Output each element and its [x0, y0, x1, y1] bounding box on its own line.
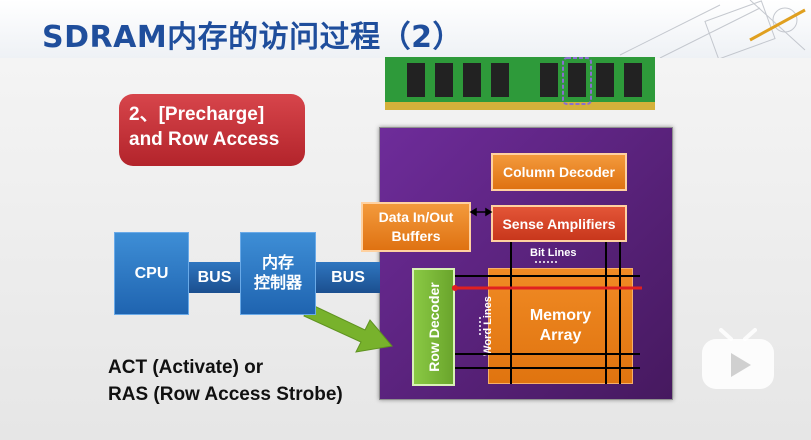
bus-right: BUS	[316, 262, 380, 293]
act-caption-line-2: RAS (Row Access Strobe)	[108, 384, 343, 405]
step-line-1: 2、[Precharge]	[129, 104, 265, 125]
row-decoder-box: Row Decoder	[412, 268, 455, 386]
memory-controller-box: 内存 控制器	[240, 232, 316, 315]
memory-array-line-1: Memory	[529, 307, 592, 324]
act-command-arrow	[303, 303, 393, 353]
bit-lines-label: Bit Lines	[530, 247, 577, 259]
controller-line-1: 内存	[261, 254, 294, 272]
act-caption: ACT (Activate) or RAS (Row Access Strobe…	[108, 354, 343, 408]
controller-line-2: 控制器	[253, 274, 302, 292]
header-sketch-decoration	[619, 0, 806, 58]
sense-amplifiers-box: Sense Amplifiers	[491, 205, 627, 242]
buffer-sense-arrow	[469, 207, 493, 217]
data-buffer-line-2: Buffers	[391, 228, 441, 244]
memory-array-line-2: Array	[539, 327, 582, 344]
data-buffer-line-1: Data In/Out	[378, 209, 454, 225]
bus-left: BUS	[189, 262, 240, 293]
active-row-marker	[452, 285, 458, 291]
ram-module-image	[385, 57, 655, 110]
act-caption-line-1: ACT (Activate) or	[108, 357, 264, 378]
play-icon[interactable]	[699, 327, 777, 393]
cpu-box: CPU	[114, 232, 189, 315]
slide-header	[0, 0, 811, 58]
slide-title: SDRAM内存的访问过程（2）	[42, 20, 464, 55]
data-buffer-box: Data In/Out Buffers	[361, 202, 471, 252]
column-decoder-box: Column Decoder	[491, 153, 627, 191]
step-label-box: 2、[Precharge] and Row Access	[119, 94, 305, 166]
step-line-2: and Row Access	[129, 129, 280, 150]
